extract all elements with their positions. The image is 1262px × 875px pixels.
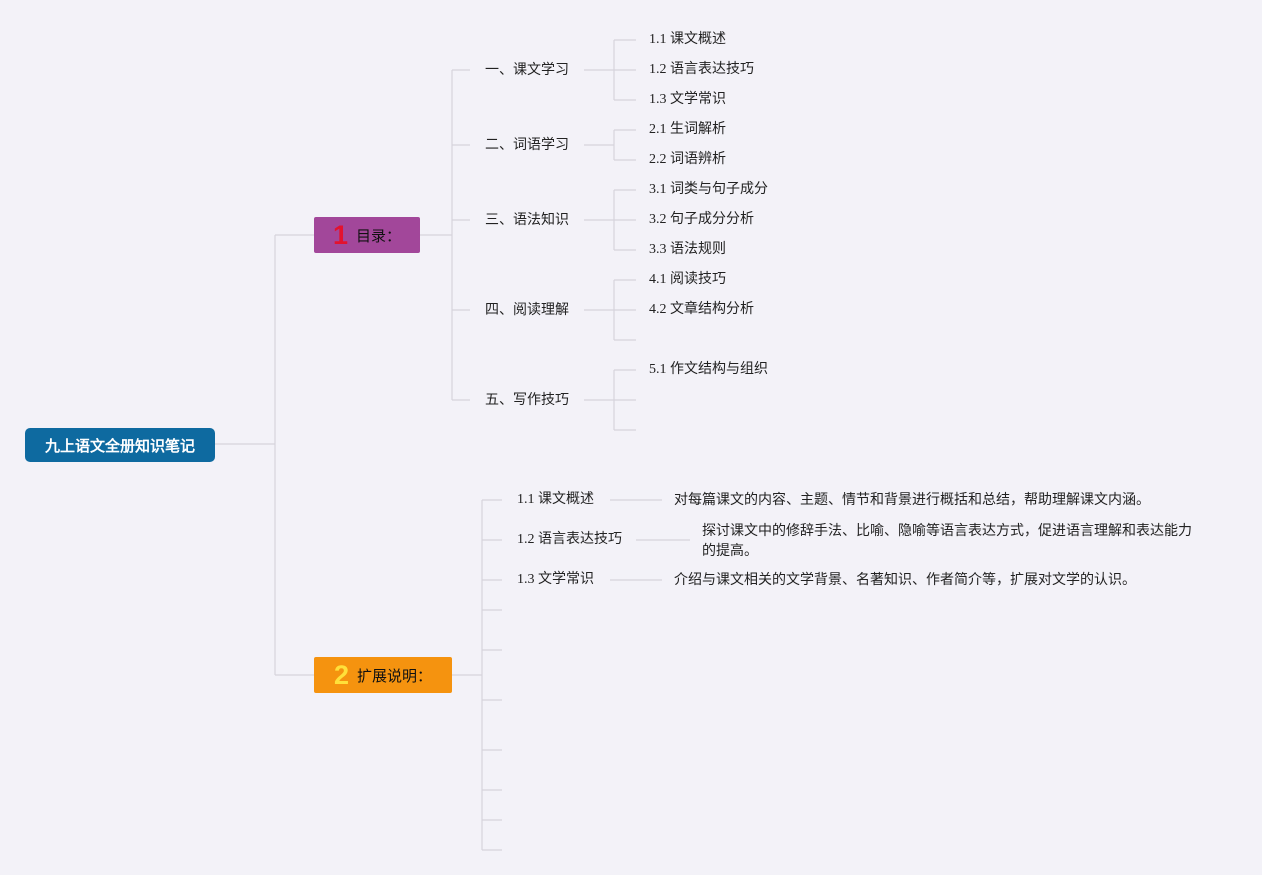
toc-section-2[interactable]: 二、词语学习 — [485, 137, 569, 153]
toc-item[interactable]: 1.2 语言表达技巧 — [649, 62, 754, 77]
number-two-icon: 2 — [333, 659, 349, 690]
toc-item[interactable]: 5.1 作文结构与组织 — [649, 362, 768, 377]
root-label: 九上语文全册知识笔记 — [44, 436, 195, 455]
extended-item-label[interactable]: 1.1 课文概述 — [517, 492, 594, 507]
toc-section-1[interactable]: 一、课文学习 — [485, 62, 569, 78]
branch-toc[interactable]: 1 目录： — [314, 217, 420, 253]
branch-extended[interactable]: 2 扩展说明： — [314, 657, 452, 693]
toc-item[interactable]: 3.1 词类与句子成分 — [649, 182, 768, 197]
extended-item-label[interactable]: 1.3 文学常识 — [517, 572, 594, 587]
toc-item[interactable]: 2.1 生词解析 — [649, 122, 726, 137]
branch-toc-label: 目录： — [356, 226, 402, 245]
number-one-icon: 1 — [332, 219, 348, 250]
toc-section-3[interactable]: 三、语法知识 — [485, 212, 569, 228]
toc-item[interactable]: 1.3 文学常识 — [649, 92, 726, 107]
extended-item-label[interactable]: 1.2 语言表达技巧 — [517, 532, 622, 547]
toc-item[interactable]: 3.2 句子成分分析 — [649, 212, 754, 227]
toc-item[interactable]: 3.3 语法规则 — [649, 242, 726, 257]
extended-item-desc[interactable]: 对每篇课文的内容、主题、情节和背景进行概括和总结，帮助理解课文内涵。 — [674, 492, 1150, 508]
toc-section-5[interactable]: 五、写作技巧 — [485, 392, 569, 408]
toc-section-4[interactable]: 四、阅读理解 — [485, 302, 569, 318]
root-topic[interactable]: 九上语文全册知识笔记 — [25, 428, 215, 462]
toc-item[interactable]: 2.2 词语辨析 — [649, 152, 726, 167]
extended-item-desc[interactable]: 探讨课文中的修辞手法、比喻、隐喻等语言表达方式，促进语言理解和表达能力的提高。 — [702, 523, 1192, 559]
toc-item[interactable]: 4.2 文章结构分析 — [649, 302, 754, 317]
branch-extended-label: 扩展说明： — [357, 666, 433, 685]
toc-item[interactable]: 4.1 阅读技巧 — [649, 272, 726, 287]
extended-item-desc[interactable]: 介绍与课文相关的文学背景、名著知识、作者简介等，扩展对文学的认识。 — [674, 572, 1136, 588]
toc-item[interactable]: 1.1 课文概述 — [649, 32, 726, 47]
